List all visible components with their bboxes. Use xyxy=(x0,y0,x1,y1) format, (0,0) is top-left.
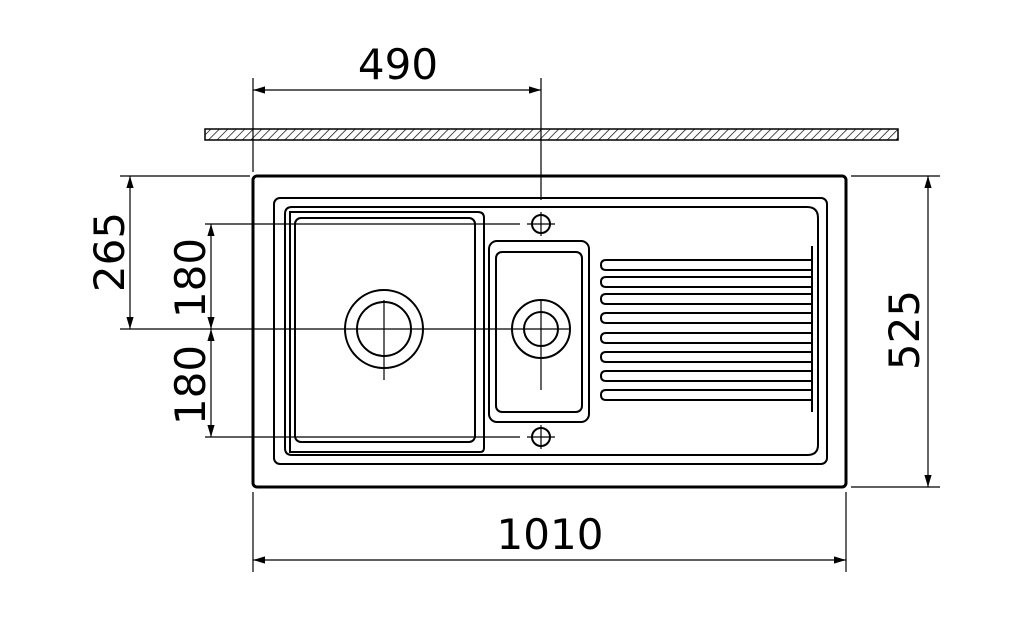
sink-outline xyxy=(251,174,848,489)
dim-bowl-lower-label: 180 xyxy=(166,345,215,425)
main-bowl xyxy=(289,211,485,453)
dim-overall-width-label: 1010 xyxy=(497,510,604,559)
dim-bowl-upper-label: 180 xyxy=(166,238,215,318)
dim-tap-offset-label: 490 xyxy=(358,40,438,89)
dimension-lines xyxy=(126,86,932,564)
dim-overall-depth-label: 525 xyxy=(880,290,929,370)
drainer-grooves xyxy=(599,246,813,412)
dim-depth-partial-label: 265 xyxy=(85,212,134,292)
tap-hole-top xyxy=(527,212,555,236)
worktop-section xyxy=(204,128,899,141)
tap-hole-bottom xyxy=(527,425,555,449)
half-bowl xyxy=(488,240,590,423)
